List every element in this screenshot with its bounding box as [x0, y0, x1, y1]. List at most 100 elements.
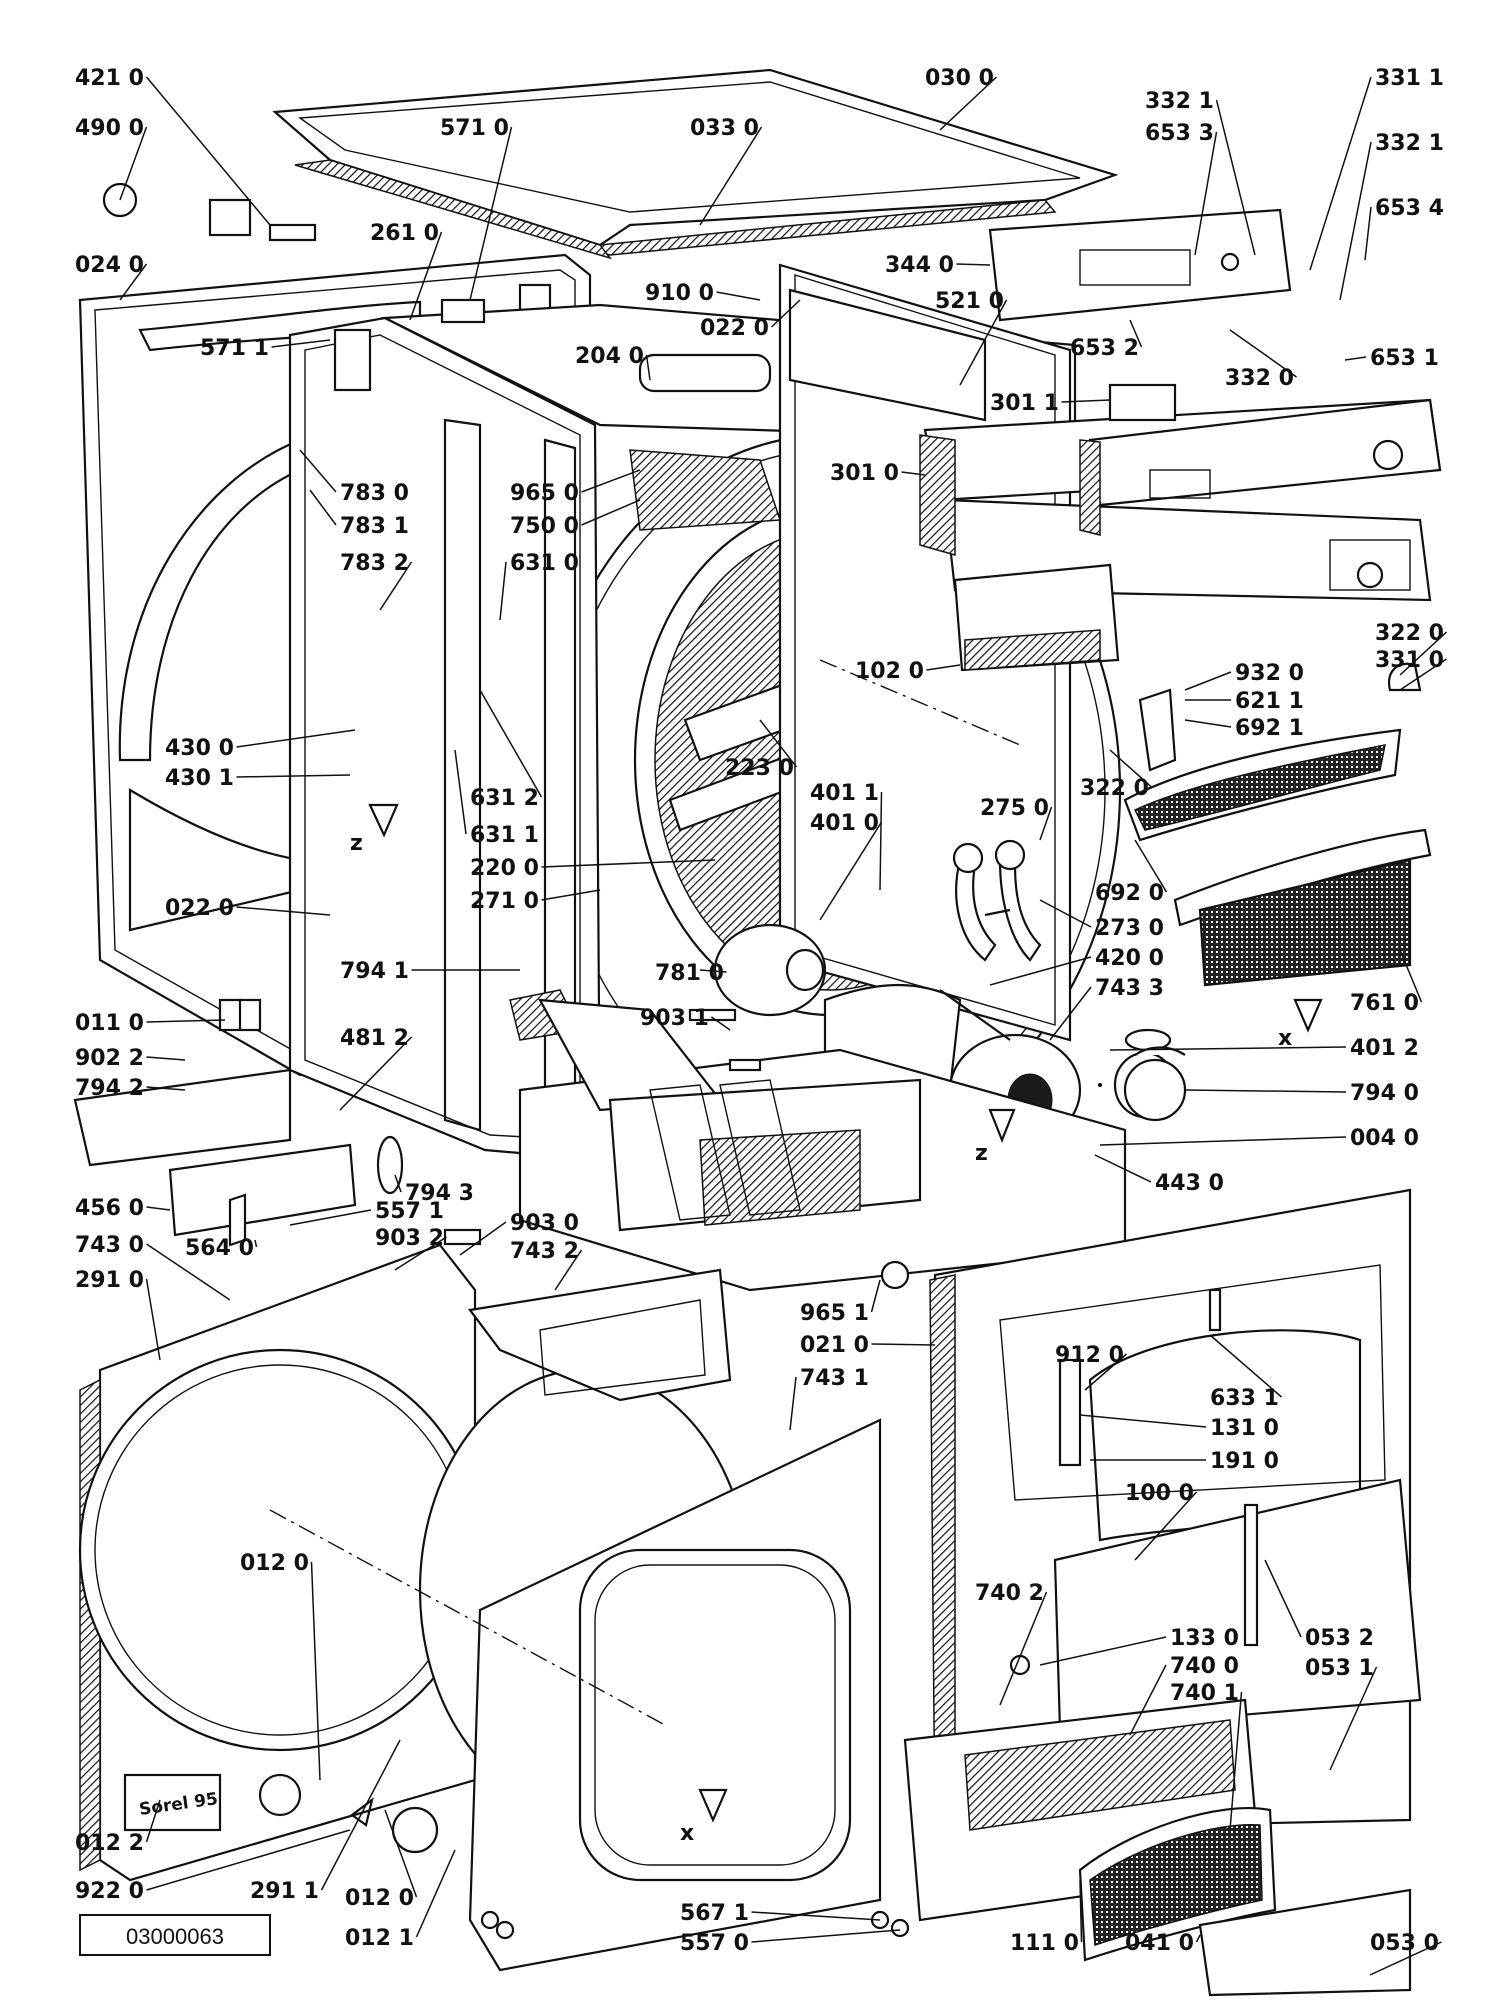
- part-label-794-2: 794 2: [75, 1076, 144, 1101]
- leader-line: [339, 1036, 413, 1111]
- base-housing: [509, 989, 1127, 1292]
- part-label-794-1: 794 1: [340, 959, 409, 984]
- part-label-557-0: 557 0: [680, 1931, 749, 1956]
- part-label-557-1: 557 1: [375, 1199, 444, 1224]
- part-label-567-1: 567 1: [680, 1901, 749, 1926]
- leader-line: [119, 263, 148, 301]
- leader-line: [1369, 1941, 1442, 1976]
- part-label-633-1: 633 1: [1210, 1386, 1279, 1411]
- leader-line: [236, 774, 351, 778]
- leader-line: [645, 354, 651, 381]
- leader-line: [459, 1221, 507, 1256]
- leader-line: [716, 291, 761, 301]
- part-label-564-0: 564 0: [185, 1236, 254, 1261]
- leader-line: [1195, 1934, 1201, 1943]
- leader-lines: [119, 76, 1448, 1976]
- part-label-021-0: 021 0: [800, 1333, 869, 1358]
- leader-line: [145, 1799, 161, 1843]
- leader-line: [309, 489, 337, 526]
- leader-line: [454, 749, 467, 835]
- leader-line: [939, 76, 998, 131]
- part-label-653-4: 653 4: [1375, 196, 1444, 221]
- part-label-030-0: 030 0: [925, 66, 994, 91]
- leader-line: [1364, 206, 1372, 261]
- part-label-910-0: 910 0: [645, 281, 714, 306]
- leader-line: [1129, 319, 1143, 348]
- part-label-631-2: 631 2: [470, 786, 539, 811]
- leader-line: [759, 719, 798, 768]
- leader-line: [1264, 1559, 1302, 1638]
- program-board: [988, 208, 1292, 422]
- leader-line: [1399, 658, 1447, 691]
- leader-line: [1215, 99, 1256, 256]
- leader-line: [409, 231, 443, 321]
- leader-line: [146, 1829, 351, 1891]
- leader-line: [1079, 1414, 1207, 1428]
- part-label-220-0: 220 0: [470, 856, 539, 881]
- part-label-783-1: 783 1: [340, 514, 409, 539]
- part-label-261-0: 261 0: [370, 221, 439, 246]
- part-label-012-0: 012 0: [345, 1886, 414, 1911]
- axis-marker-z: z: [975, 1141, 988, 1166]
- part-label-332-1: 332 1: [1375, 131, 1444, 156]
- leader-line: [870, 1279, 881, 1313]
- part-label-012-0: 012 0: [240, 1551, 309, 1576]
- part-label-571-0: 571 0: [440, 116, 509, 141]
- part-label-443-0: 443 0: [1155, 1171, 1224, 1196]
- part-label-740-2: 740 2: [975, 1581, 1044, 1606]
- leader-line: [959, 299, 1008, 386]
- part-label-903-1: 903 1: [640, 1006, 709, 1031]
- leader-line: [901, 471, 926, 476]
- part-label-421-0: 421 0: [75, 66, 144, 91]
- part-label-331-1: 331 1: [1375, 66, 1444, 91]
- leader-line: [146, 1086, 186, 1091]
- leader-line: [1229, 329, 1297, 378]
- axis-marker-x: x: [1278, 1026, 1292, 1051]
- part-label-692-1: 692 1: [1235, 716, 1304, 741]
- part-label-012-1: 012 1: [345, 1926, 414, 1951]
- top-cover: [272, 68, 1119, 260]
- part-label-100-0: 100 0: [1125, 1481, 1194, 1506]
- part-label-301-1: 301 1: [990, 391, 1059, 416]
- leader-line: [819, 821, 883, 921]
- part-label-902-2: 902 2: [75, 1046, 144, 1071]
- leader-line: [751, 1911, 881, 1921]
- part-label-932-0: 932 0: [1235, 661, 1304, 686]
- part-label-456-0: 456 0: [75, 1196, 144, 1221]
- leader-line: [711, 1016, 731, 1031]
- seal-strips-left: [73, 998, 404, 1247]
- control-panel: [919, 398, 1442, 672]
- leader-line: [146, 1243, 231, 1301]
- part-label-965-1: 965 1: [800, 1301, 869, 1326]
- leader-line: [1344, 356, 1367, 361]
- part-label-521-0: 521 0: [935, 289, 1004, 314]
- leader-line: [1229, 1691, 1243, 1831]
- leader-line: [1049, 986, 1092, 1041]
- leader-line: [1084, 1353, 1127, 1391]
- condenser: [903, 1698, 1412, 1997]
- leader-line: [479, 689, 543, 798]
- leader-line: [699, 969, 727, 973]
- part-label-794-3: 794 3: [405, 1181, 474, 1206]
- leader-line: [236, 906, 331, 916]
- axis-marker-x: x: [680, 1821, 694, 1846]
- leader-line: [1039, 1636, 1167, 1666]
- document-number: 03000063: [126, 1924, 224, 1949]
- leader-line: [289, 1209, 372, 1226]
- leader-line: [469, 126, 513, 301]
- leader-line: [1039, 806, 1053, 841]
- leader-line: [770, 299, 801, 328]
- part-label-301-0: 301 0: [830, 461, 899, 486]
- leader-line: [999, 1591, 1048, 1706]
- part-label-743-3: 743 3: [1095, 976, 1164, 1001]
- part-label-012-2: 012 2: [75, 1831, 144, 1856]
- part-label-794-0: 794 0: [1350, 1081, 1419, 1106]
- part-label-631-0: 631 0: [510, 551, 579, 576]
- axis-markers: [350, 803, 1323, 1827]
- leader-line: [146, 1206, 171, 1211]
- part-label-204-0: 204 0: [575, 344, 644, 369]
- leader-line: [1129, 1664, 1167, 1736]
